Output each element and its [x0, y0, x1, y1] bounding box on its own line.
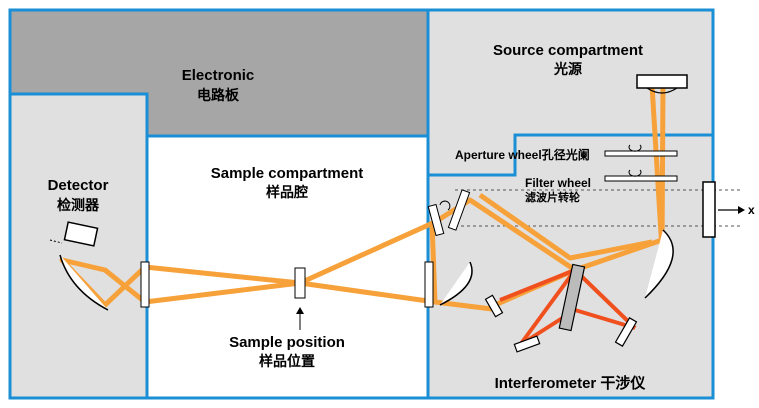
sample-window-left	[140, 261, 150, 308]
beamsplitter	[558, 263, 586, 332]
aperture-rotation-icon	[628, 144, 642, 152]
source-reflector	[646, 87, 678, 94]
aperture-label: Aperture wheel孔径光阑	[455, 147, 590, 162]
sample-holder	[294, 267, 306, 299]
source-compartment	[428, 10, 713, 135]
source-divider	[428, 133, 713, 177]
detector-label-cn: 检测器	[57, 197, 100, 214]
electronic-label-cn: 电路板	[197, 87, 240, 104]
sample-compartment-label-cn: 样品腔	[266, 184, 308, 201]
x-arrow-head	[738, 206, 745, 214]
focus-mirror-right	[439, 261, 473, 306]
fold-mirror	[427, 203, 445, 237]
detector-compartment	[8, 92, 149, 400]
fold-rotation-icon	[439, 200, 451, 211]
electronic-region-lower	[147, 94, 428, 136]
beam-mirror	[447, 189, 471, 231]
source-label-cn: 光源	[553, 61, 582, 78]
external-port	[702, 181, 716, 238]
sample-position-label-cn: 样品位置	[259, 353, 315, 370]
source-label: Source compartment	[493, 42, 643, 59]
aperture-wheel	[604, 150, 678, 157]
detector-element	[63, 221, 99, 247]
filter-wheel	[604, 175, 678, 182]
filter-label: Filter wheel	[525, 176, 591, 190]
sample-compartment-label: Sample compartment	[211, 165, 364, 182]
filter-label-cn: 滤波片转轮	[525, 190, 580, 204]
detector-mirror	[59, 254, 109, 311]
sample-arrow-head	[296, 307, 304, 314]
source-lamp	[636, 74, 688, 89]
fixed-mirror	[484, 294, 504, 318]
x-label: x	[748, 203, 755, 217]
collimator-mirror	[644, 229, 674, 299]
detector-label: Detector	[48, 177, 109, 194]
electronic-label: Electronic	[182, 67, 255, 84]
sample-compartment	[145, 134, 430, 400]
interferometer-label: Interferometer 干涉仪	[495, 374, 647, 392]
sample-window-right	[424, 261, 434, 308]
sample-position-label: Sample position	[229, 334, 345, 351]
electronic-region	[10, 10, 428, 94]
moving-mirror-bottom	[513, 335, 541, 353]
filter-rotation-icon	[628, 169, 642, 177]
moving-mirror-right	[614, 317, 638, 347]
